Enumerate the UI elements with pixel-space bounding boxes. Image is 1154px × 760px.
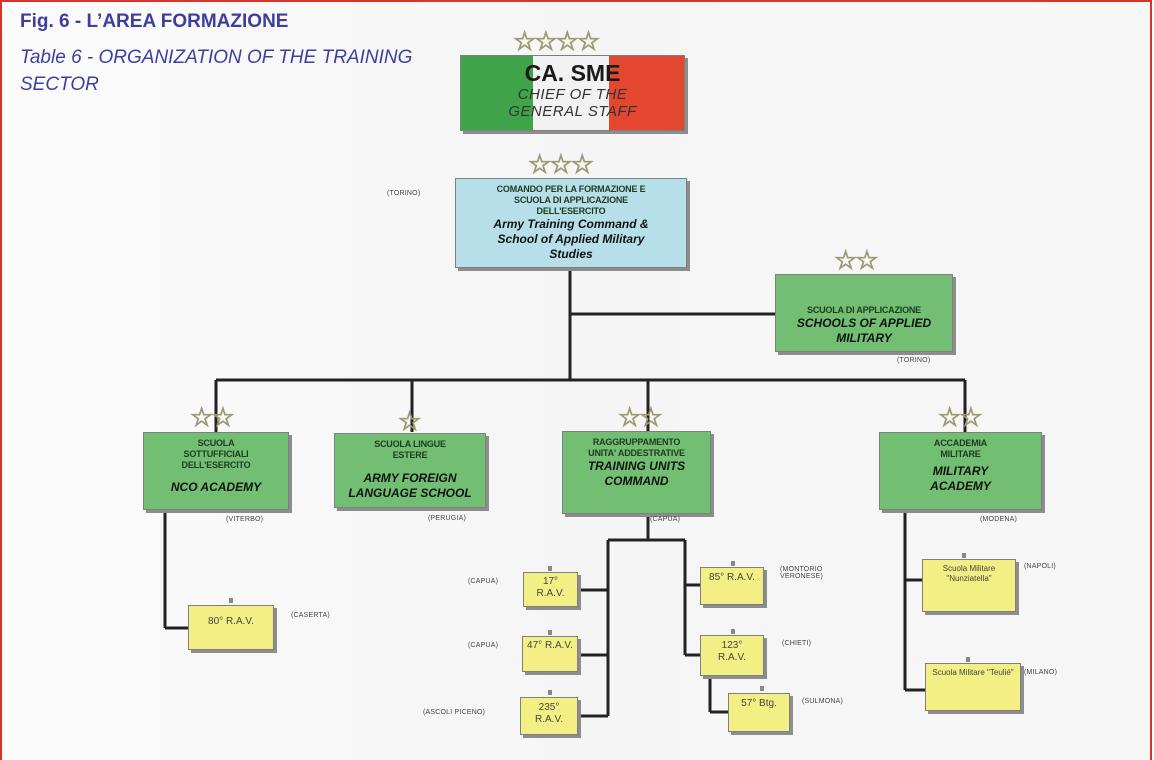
unit-marker-icon bbox=[966, 657, 970, 662]
unit-marker-icon bbox=[962, 553, 966, 558]
battalion-57-location: (SULMONA) bbox=[802, 698, 844, 705]
rav-47-location: (CAPUA) bbox=[468, 642, 499, 649]
language-school-location: (PERUGIA) bbox=[428, 515, 466, 522]
rav-47-box: 47° R.A.V. bbox=[522, 636, 578, 672]
rav-123-box: 123° R.A.V. bbox=[700, 635, 764, 676]
star-icon: ☆ bbox=[397, 406, 421, 436]
military-academy-en: MILITARY ACADEMY bbox=[930, 464, 991, 493]
battalion-57-box: 57° Btg. bbox=[728, 693, 790, 732]
chief-of-staff-line2: GENERAL STAFF bbox=[508, 103, 637, 120]
army-training-command-it: COMANDO PER LA FORMAZIONE E SCUOLA DI AP… bbox=[496, 184, 646, 216]
command-location: (TORINO) bbox=[387, 190, 421, 197]
military-academy-location: (MODENA) bbox=[980, 516, 1017, 523]
teulie-school-location: (MILANO) bbox=[1024, 669, 1058, 676]
nco-academy-location: (VITERBO) bbox=[226, 516, 264, 523]
language-school-en: ARMY FOREIGN LANGUAGE SCHOOL bbox=[348, 471, 472, 500]
school-of-application-en: SCHOOLS OF APPLIED MILITARY bbox=[796, 316, 932, 345]
figure-title: Fig. 6 - L’AREA FORMAZIONE bbox=[20, 11, 289, 32]
nco-academy-it: SCUOLA SOTTUFFICIALI DELL'ESERCITO bbox=[181, 438, 251, 470]
school-of-application-location: (TORINO) bbox=[897, 357, 931, 364]
stars-2-icon: ☆☆ bbox=[190, 402, 236, 432]
chief-of-staff-acronym: CA. SME bbox=[524, 60, 621, 86]
military-academy-box: ACCADEMIA MILITARE MILITARY ACADEMY bbox=[879, 432, 1042, 510]
stars-2-icon: ☆☆ bbox=[834, 245, 880, 275]
training-units-command-box: RAGGRUPPAMENTO UNITA' ADDESTRATIVE TRAIN… bbox=[562, 431, 711, 514]
unit-marker-icon bbox=[760, 686, 764, 691]
stars-4-icon: ☆☆☆☆ bbox=[512, 26, 600, 56]
unit-marker-icon bbox=[229, 598, 233, 603]
figure-subtitle: Table 6 - ORGANIZATION OF THE TRAINING S… bbox=[20, 47, 413, 95]
army-training-command-en: Army Training Command & School of Applie… bbox=[493, 217, 649, 261]
teulie-school-box: Scuola Militare "Teulié" bbox=[925, 663, 1021, 711]
unit-marker-icon bbox=[548, 630, 552, 635]
rav-85-box: 85° R.A.V. bbox=[700, 567, 764, 605]
rav-17-box: 17° R.A.V. bbox=[523, 572, 578, 607]
nco-academy-box: SCUOLA SOTTUFFICIALI DELL'ESERCITO NCO A… bbox=[143, 432, 289, 510]
rav-80-box: 80° R.A.V. bbox=[188, 605, 274, 650]
rav-80-location: (CASERTA) bbox=[291, 612, 330, 619]
rav-17-location: (CAPUA) bbox=[468, 578, 499, 585]
nunziatella-school-location: (NAPOLI) bbox=[1024, 563, 1056, 570]
chief-of-staff-line1: CHIEF OF THE bbox=[517, 86, 628, 103]
rav-235-location: (ASCOLI PICENO) bbox=[423, 709, 486, 716]
rav-85-location: (MONTORIO VERONESE) bbox=[780, 566, 824, 580]
rav-123-location: (CHIETI) bbox=[782, 640, 812, 647]
unit-marker-icon bbox=[548, 566, 552, 571]
school-of-application-it: SCUOLA DI APPLICAZIONE bbox=[807, 305, 921, 315]
nco-academy-en: NCO ACADEMY bbox=[170, 480, 262, 494]
rav-235-box: 235° R.A.V. bbox=[520, 697, 578, 735]
nunziatella-school-box: Scuola Militare "Nunziatella" bbox=[922, 559, 1016, 612]
unit-marker-icon bbox=[548, 690, 552, 695]
language-school-box: SCUOLA LINGUE ESTERE ARMY FOREIGN LANGUA… bbox=[334, 433, 486, 508]
stars-3-icon: ☆☆☆ bbox=[528, 149, 595, 179]
training-units-command-it: RAGGRUPPAMENTO UNITA' ADDESTRATIVE bbox=[588, 437, 685, 458]
training-units-command-en: TRAINING UNITS COMMAND bbox=[587, 459, 686, 488]
language-school-it: SCUOLA LINGUE ESTERE bbox=[374, 439, 446, 460]
unit-marker-icon bbox=[731, 629, 735, 634]
military-academy-it: ACCADEMIA MILITARE bbox=[933, 438, 988, 459]
stars-2-icon: ☆☆ bbox=[618, 402, 664, 432]
school-of-application-box: SCUOLA DI APPLICAZIONE SCHOOLS OF APPLIE… bbox=[775, 274, 953, 352]
unit-marker-icon bbox=[731, 561, 735, 566]
chief-of-staff-box: CA. SME CHIEF OF THE GENERAL STAFF bbox=[460, 55, 685, 131]
army-training-command-box: COMANDO PER LA FORMAZIONE E SCUOLA DI AP… bbox=[455, 178, 687, 268]
training-units-command-location: (CAPUA) bbox=[650, 516, 681, 523]
stars-2-icon: ☆☆ bbox=[938, 402, 984, 432]
